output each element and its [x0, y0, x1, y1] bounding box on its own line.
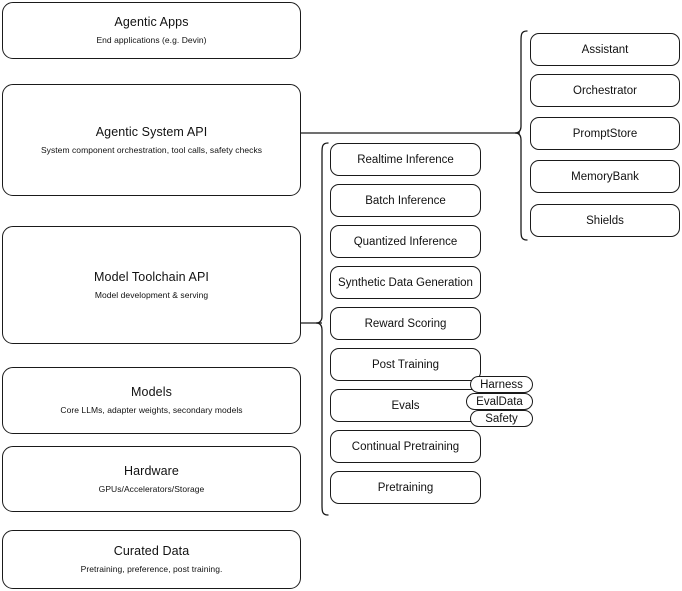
pill-label: Safety [485, 412, 518, 425]
chip-label: PromptStore [572, 127, 638, 140]
system-chip-memorybank[interactable]: MemoryBank [530, 160, 680, 193]
layer-subtitle: GPUs/Accelerators/Storage [98, 483, 205, 494]
layer-title: Models [131, 385, 172, 400]
layer-title: Model Toolchain API [94, 269, 209, 284]
chip-label: Post Training [371, 358, 440, 371]
layer-title: Curated Data [113, 544, 190, 559]
evals-pill-safety[interactable]: Safety [470, 410, 533, 427]
chip-label: Evals [391, 399, 420, 412]
layer-subtitle: System component orchestration, tool cal… [40, 144, 263, 155]
layer-box-agentic-system-api[interactable]: Agentic System API System component orch… [2, 84, 301, 196]
chip-label: Reward Scoring [364, 317, 447, 330]
pill-label: EvalData [476, 395, 523, 408]
system-components-brace [514, 30, 528, 241]
toolchain-chip-synthetic-data-generation[interactable]: Synthetic Data Generation [330, 266, 481, 299]
layer-box-curated-data[interactable]: Curated Data Pretraining, preference, po… [2, 530, 301, 589]
evals-pill-evaldata[interactable]: EvalData [466, 393, 533, 410]
chip-label: Assistant [581, 43, 629, 56]
chip-label: Pretraining [377, 481, 434, 494]
layer-title: Hardware [124, 463, 179, 478]
layer-subtitle: Core LLMs, adapter weights, secondary mo… [60, 405, 243, 415]
chip-label: Continual Pretraining [351, 440, 460, 453]
system-chip-orchestrator[interactable]: Orchestrator [530, 74, 680, 107]
layer-box-hardware[interactable]: Hardware GPUs/Accelerators/Storage [2, 446, 301, 512]
pill-label: Harness [480, 378, 523, 391]
chip-label: Realtime Inference [357, 153, 454, 166]
chip-label: MemoryBank [571, 170, 639, 183]
chip-label: Shields [586, 214, 624, 227]
layer-box-agentic-apps[interactable]: Agentic Apps End applications (e.g. Devi… [2, 2, 301, 59]
chip-label: Synthetic Data Generation [338, 276, 473, 289]
layer-subtitle: Pretraining, preference, post training. [80, 564, 223, 574]
layer-title: Agentic System API [95, 124, 208, 139]
toolchain-chip-quantized-inference[interactable]: Quantized Inference [330, 225, 481, 258]
toolchain-chip-batch-inference[interactable]: Batch Inference [330, 184, 481, 217]
layer-title: Agentic Apps [114, 15, 189, 30]
layer-box-models[interactable]: Models Core LLMs, adapter weights, secon… [2, 367, 301, 434]
system-chip-assistant[interactable]: Assistant [530, 33, 680, 66]
toolchain-chip-continual-pretraining[interactable]: Continual Pretraining [330, 430, 481, 463]
system-chip-shields[interactable]: Shields [530, 204, 680, 237]
toolchain-chip-evals[interactable]: Evals [330, 389, 481, 422]
toolchain-chip-reward-scoring[interactable]: Reward Scoring [330, 307, 481, 340]
toolchain-chip-pretraining[interactable]: Pretraining [330, 471, 481, 504]
toolchain-chip-realtime-inference[interactable]: Realtime Inference [330, 143, 481, 176]
chip-label: Batch Inference [365, 194, 446, 207]
toolchain-chip-post-training[interactable]: Post Training [330, 348, 481, 381]
layer-subtitle: Model development & serving [94, 289, 209, 300]
layer-subtitle: End applications (e.g. Devin) [96, 35, 207, 45]
layer-box-model-toolchain-api[interactable]: Model Toolchain API Model development & … [2, 226, 301, 344]
system-chip-promptstore[interactable]: PromptStore [530, 117, 680, 150]
chip-label: Orchestrator [573, 84, 637, 97]
evals-pill-harness[interactable]: Harness [470, 376, 533, 393]
chip-label: Quantized Inference [353, 235, 458, 248]
toolchain-components-brace [315, 142, 329, 516]
